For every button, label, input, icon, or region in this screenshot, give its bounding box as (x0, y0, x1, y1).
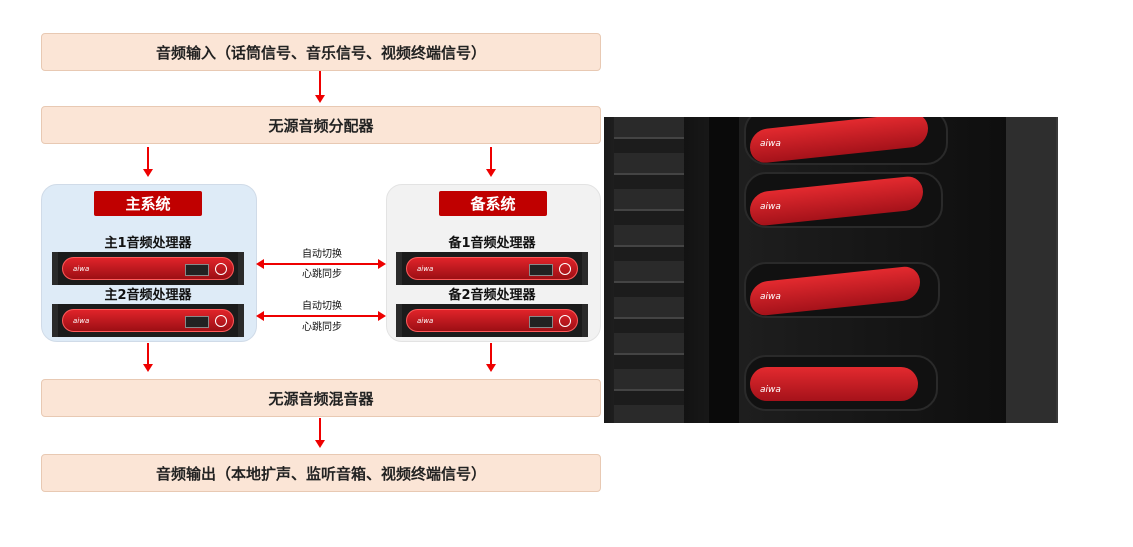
arrow-down (143, 343, 153, 372)
passive-mixer-box: 无源音频混音器 (41, 379, 601, 417)
passive-splitter-box: 无源音频分配器 (41, 106, 601, 144)
link-label-heartbeat: 心跳同步 (302, 269, 342, 280)
audio-processor-device: aiwa (396, 304, 588, 337)
arrow-down (486, 147, 496, 177)
device-label: 主2音频处理器 (104, 288, 192, 303)
arrow-down (143, 147, 153, 177)
link-label-switch: 自动切换 (302, 249, 342, 260)
link-label-heartbeat: 心跳同步 (302, 322, 342, 333)
audio-processor-device: aiwa (52, 252, 244, 285)
arrow-down (315, 71, 325, 103)
main-system-title: 主系统 (94, 191, 202, 216)
device-logo: aiwa (417, 264, 434, 273)
audio-output-box: 音频输出（本地扩声、监听音箱、视频终端信号） (41, 454, 601, 492)
bidirectional-arrow (256, 311, 386, 321)
device-label: 主1音频处理器 (104, 236, 192, 251)
rack-device: aiwa (744, 355, 938, 411)
link-label-switch: 自动切换 (302, 301, 342, 312)
audio-processor-device: aiwa (52, 304, 244, 337)
device-logo: aiwa (73, 316, 90, 325)
arrow-down (486, 343, 496, 372)
backup-system-title: 备系统 (439, 191, 547, 216)
rack-device: aiwa (744, 117, 948, 165)
arrow-down (315, 418, 325, 448)
device-logo: aiwa (73, 264, 90, 273)
audio-input-box: 音频输入（话筒信号、音乐信号、视频终端信号） (41, 33, 601, 71)
device-label: 备1音频处理器 (448, 236, 536, 251)
device-logo: aiwa (417, 316, 434, 325)
bidirectional-arrow (256, 259, 386, 269)
device-label: 备2音频处理器 (448, 288, 536, 303)
audio-processor-device: aiwa (396, 252, 588, 285)
rack-device: aiwa (744, 172, 943, 228)
rack-device: aiwa (744, 262, 940, 318)
rack-photo: aiwa aiwa aiwa aiwa (604, 117, 1058, 423)
